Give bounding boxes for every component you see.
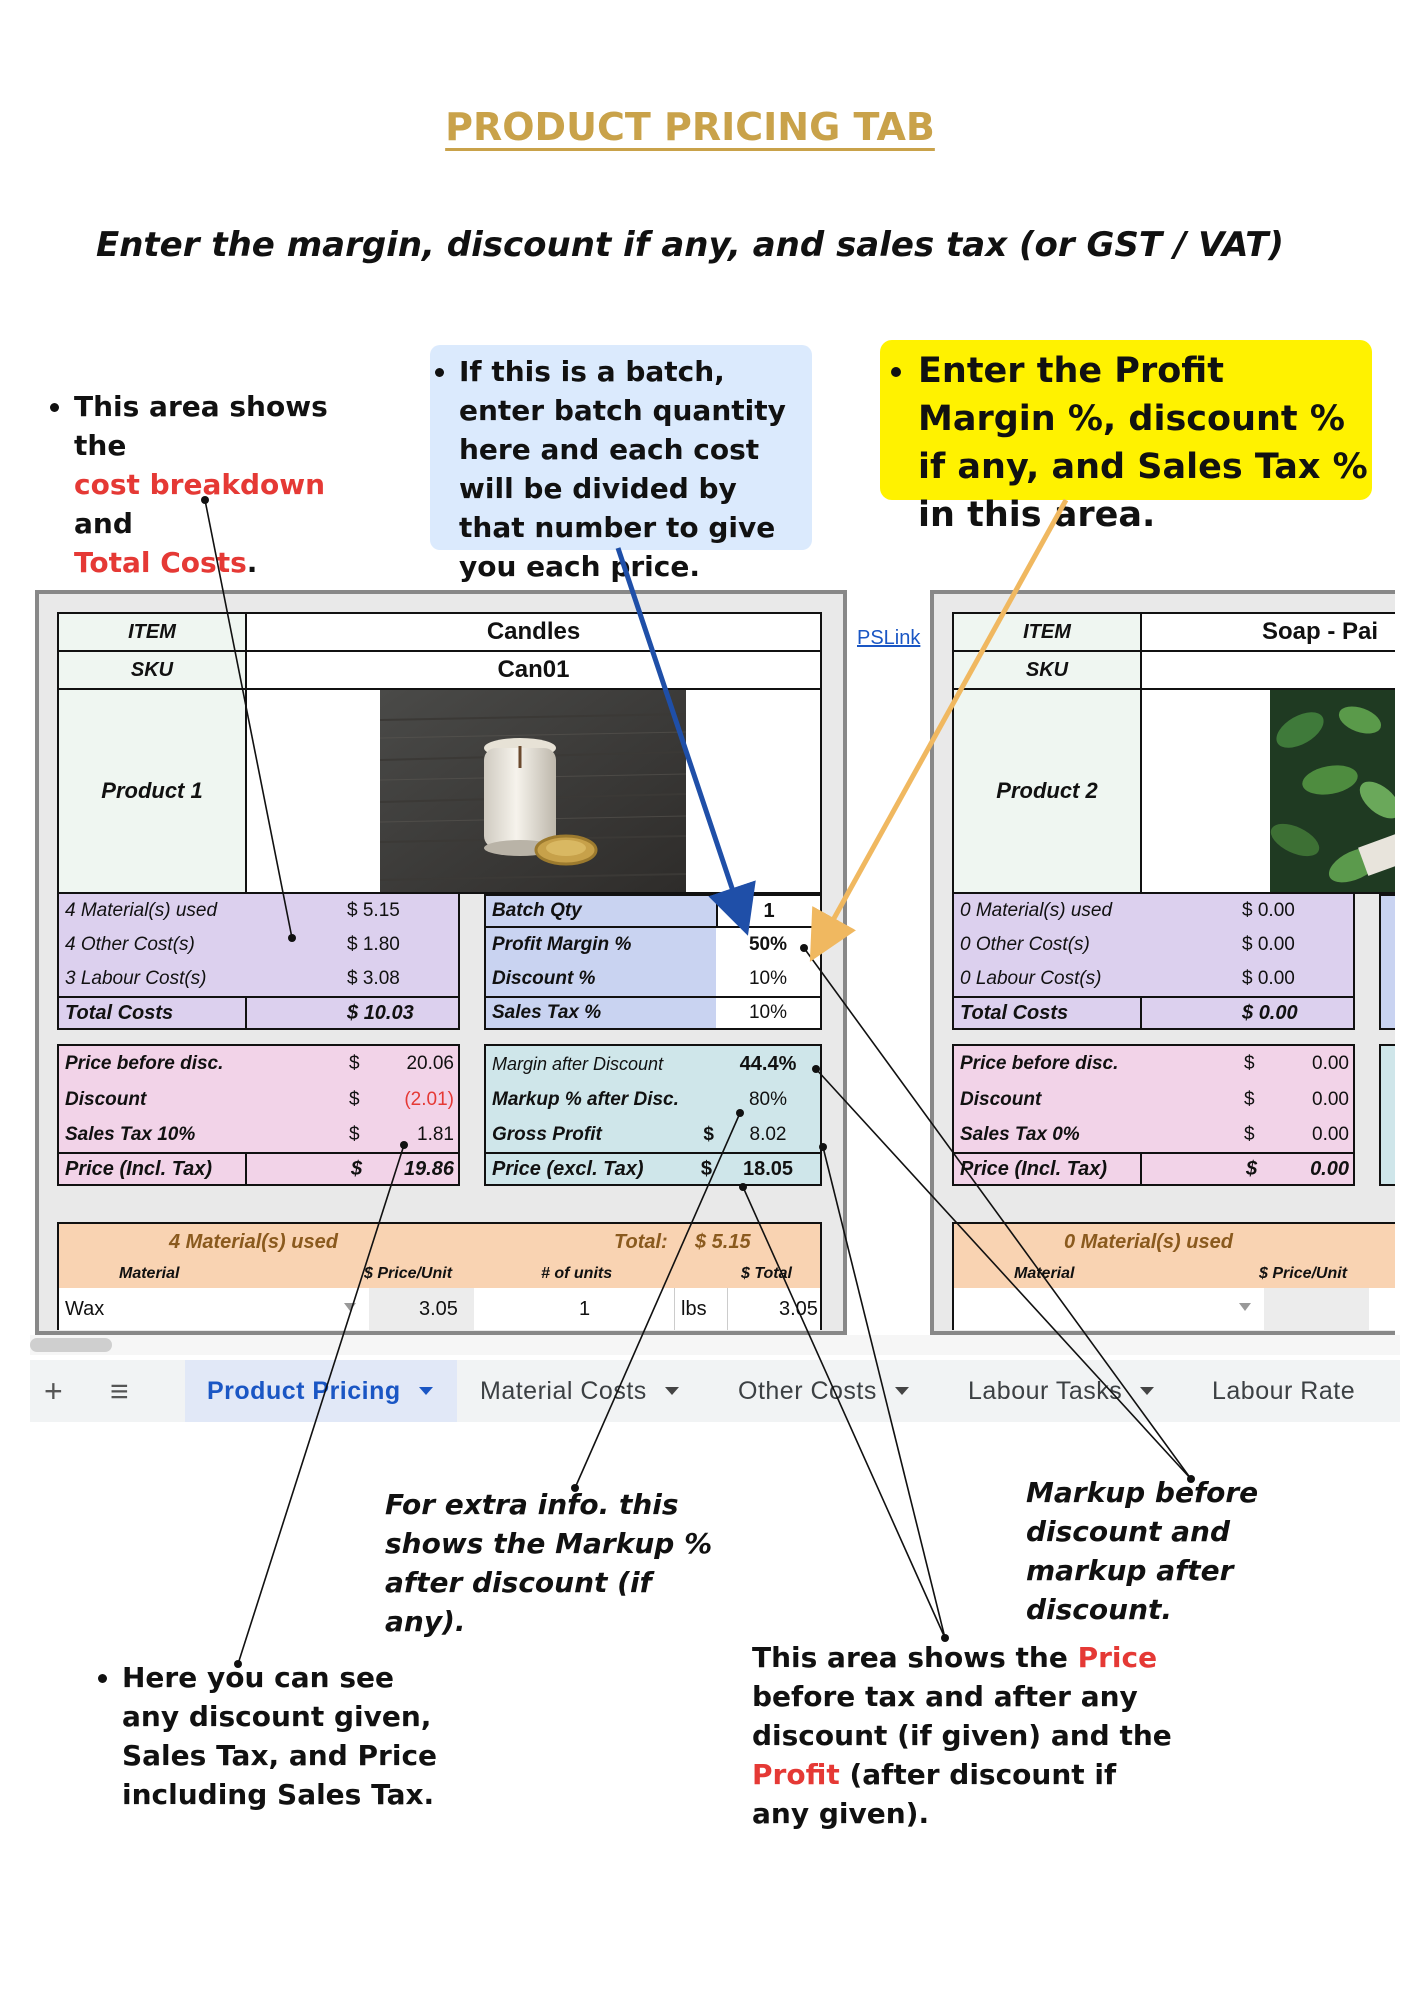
chevron-down-icon[interactable]	[894, 1387, 909, 1395]
item-name-2[interactable]: Soap - Pai	[1140, 612, 1395, 652]
sales-tax-amount-value: $1.81	[247, 1118, 460, 1152]
cost-value-labour-2: $ 0.00	[1142, 962, 1355, 996]
cost-value-materials: $ 5.15	[247, 894, 460, 928]
price-excl-tax-label: Price (excl. Tax)$	[484, 1152, 718, 1186]
note-markup-after: For extra info. this shows the Markup % …	[385, 1488, 713, 1638]
markup-after-disc-label: Markup % after Disc.	[484, 1082, 718, 1118]
price-incl-tax-value: $19.86	[245, 1152, 460, 1186]
sheet-tab-bar: + ≡ Product Pricing Material Costs Other…	[30, 1360, 1400, 1422]
discount-label: Discount %	[484, 962, 718, 996]
materials-columns-row-2: Material $ Price/Unit	[952, 1260, 1395, 1288]
cost-value-labour: $ 3.08	[247, 962, 460, 996]
note-batch: If this is a batch, enter batch quantity…	[425, 352, 810, 586]
sku-label: SKU	[57, 650, 247, 690]
price-before-disc-label-2: Price before disc.	[952, 1044, 1142, 1082]
sku-value[interactable]: Can01	[245, 650, 822, 690]
note-batch-box	[430, 345, 812, 550]
gross-profit-label: Gross Profit$	[484, 1118, 718, 1152]
materials-header-row: 4 Material(s) used Total: $ 5.15	[57, 1222, 822, 1260]
sales-tax-amount-label-2: Sales Tax 0%	[952, 1118, 1142, 1152]
discount-amount-value: $(2.01)	[247, 1082, 460, 1118]
dropdown-arrow-icon[interactable]	[344, 1303, 356, 1311]
discount-amount-label-2: Discount	[952, 1082, 1142, 1118]
margin-after-discount-label: Margin after Discount	[484, 1044, 718, 1082]
total-costs-value-2: $ 0.00	[1140, 996, 1355, 1030]
price-incl-tax-label: Price (Incl. Tax)	[57, 1152, 247, 1186]
cost-label-labour: 3 Labour Cost(s)	[57, 962, 247, 996]
all-sheets-menu-icon[interactable]: ≡	[110, 1372, 130, 1409]
sku-label-2: SKU	[952, 650, 1142, 690]
price-before-disc-value: $20.06	[247, 1044, 460, 1082]
cost-label-materials-2: 0 Material(s) used	[952, 894, 1142, 928]
discount-input[interactable]: 10%	[716, 962, 822, 996]
tab-product-pricing[interactable]: Product Pricing	[185, 1360, 457, 1422]
cost-label-other: 4 Other Cost(s)	[57, 928, 247, 962]
discount-amount-label: Discount	[57, 1082, 247, 1118]
sales-tax-amount-value-2: $0.00	[1142, 1118, 1355, 1152]
cost-label-other-2: 0 Other Cost(s)	[952, 928, 1142, 962]
chevron-down-icon[interactable]	[418, 1387, 433, 1395]
pslink[interactable]: PSLink	[857, 627, 921, 649]
total-costs-label-2: Total Costs	[952, 996, 1142, 1030]
material-row-2[interactable]	[952, 1288, 1395, 1330]
add-sheet-icon[interactable]: +	[44, 1372, 64, 1409]
product2-card: ITEM Soap - Pai SKU Product 2 0 Material…	[930, 590, 1395, 1335]
batch-qty-label: Batch Qty	[484, 894, 718, 928]
sales-tax-label: Sales Tax %	[484, 996, 718, 1030]
note-margin: Enter the Profit Margin %, discount % if…	[880, 347, 1370, 539]
material-row[interactable]: Wax 3.05 1 lbs 3.05	[57, 1288, 822, 1330]
tab-labour-rate[interactable]: Labour Rate	[1212, 1376, 1356, 1405]
total-costs-value: $ 10.03	[245, 996, 460, 1030]
note-cost-breakdown: This area shows the cost breakdown and T…	[40, 387, 370, 582]
price-incl-tax-value-2: $0.00	[1140, 1152, 1355, 1186]
chevron-down-icon[interactable]	[1140, 1387, 1155, 1395]
cost-value-materials-2: $ 0.00	[1142, 894, 1355, 928]
cost-value-other: $ 1.80	[247, 928, 460, 962]
dropdown-arrow-icon[interactable]	[1239, 1303, 1251, 1311]
note-margin-box	[880, 340, 1372, 500]
sku-value-2[interactable]	[1140, 650, 1395, 690]
scrollbar-thumb[interactable]	[30, 1338, 112, 1352]
price-excl-tax-value: 18.05	[716, 1152, 822, 1186]
cost-label-materials: 4 Material(s) used	[57, 894, 247, 928]
chevron-down-icon[interactable]	[664, 1387, 679, 1395]
cost-value-other-2: $ 0.00	[1142, 928, 1355, 962]
price-before-disc-label: Price before disc.	[57, 1044, 247, 1082]
note-markup-before: Markup before discount and markup after …	[1026, 1476, 1259, 1626]
margin-after-discount-value: 44.4%	[716, 1044, 822, 1082]
total-costs-label: Total Costs	[57, 996, 247, 1030]
sales-tax-input[interactable]: 10%	[716, 996, 822, 1030]
note-discount: Here you can see any discount given, Sal…	[88, 1658, 448, 1814]
tab-labour-tasks[interactable]: Labour Tasks	[968, 1360, 1155, 1422]
cost-label-labour-2: 0 Labour Cost(s)	[952, 962, 1142, 996]
page-title: PRODUCT PRICING TAB	[445, 105, 935, 149]
materials-columns-row: Material $ Price/Unit # of units $ Total	[57, 1260, 822, 1288]
item-name[interactable]: Candles	[245, 612, 822, 652]
discount-amount-value-2: $0.00	[1142, 1082, 1355, 1118]
note-price-area: This area shows the Price before tax and…	[752, 1641, 1172, 1830]
gross-profit-value: 8.02	[716, 1118, 822, 1152]
candle-photo	[380, 690, 686, 892]
sales-tax-amount-label: Sales Tax 10%	[57, 1118, 247, 1152]
markup-after-disc-value: 80%	[716, 1082, 822, 1118]
tab-other-costs[interactable]: Other Costs	[738, 1360, 909, 1422]
horizontal-scrollbar[interactable]	[30, 1335, 1400, 1355]
profit-margin-label: Profit Margin %	[484, 928, 718, 962]
page-subtitle: Enter the margin, discount if any, and s…	[96, 225, 1284, 265]
soap-photo	[1270, 690, 1395, 892]
price-incl-tax-label-2: Price (Incl. Tax)	[952, 1152, 1142, 1186]
price-before-disc-value-2: $0.00	[1142, 1044, 1355, 1082]
